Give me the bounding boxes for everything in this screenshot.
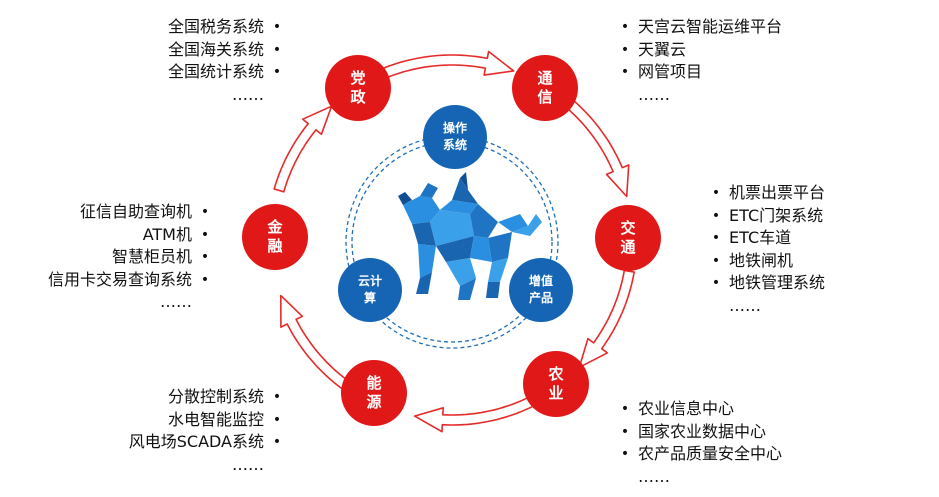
list-party: 全国税务系统• 全国海关系统• 全国统计系统• …… [120,16,290,106]
list-item: 征信自助查询机• [79,202,210,221]
ring-arrow [578,269,636,369]
list-item: •国家农业数据中心 [620,421,767,441]
list-item: 风电场SCADA系统• [128,432,282,451]
svg-text:能: 能 [366,374,381,392]
list-item: •ETC门架系统 [711,205,824,225]
list-item: •农业信息中心 [620,399,735,418]
ring-node-finance: 金 融 [242,204,308,270]
list-energy: 分散控制系统• 水电智能监控• 风电场SCADA系统• …… [90,386,290,476]
list-item: 智慧柜员机• [111,247,210,266]
svg-text:交: 交 [620,219,635,237]
svg-text:源: 源 [366,393,381,411]
list-item: •网管项目 [620,62,703,81]
svg-text:算: 算 [364,290,376,305]
list-item: 分散控制系统• [167,387,282,406]
svg-text:业: 业 [548,384,563,402]
list-item: •机票出票平台 [711,183,826,202]
svg-text:通: 通 [620,238,635,256]
list-ellipsis: …… [638,84,670,104]
list-ellipsis: …… [729,295,761,315]
ring-node-agriculture: 农 业 [523,351,589,417]
list-item: •天翼云 [620,39,687,59]
svg-text:党: 党 [350,69,365,87]
svg-text:信: 信 [537,88,552,106]
center-node-os: 操作 系统 [423,105,487,169]
ring-arrow [413,393,540,433]
svg-text:政: 政 [350,88,366,106]
list-item: 全国统计系统• [167,62,282,81]
ring-arrow [378,50,515,80]
list-ellipsis: …… [232,84,264,104]
ring-node-telecom: 通 信 [512,55,578,121]
ring-node-transport: 交 通 [595,205,661,271]
list-item: 信用卡交易查询系统• [47,269,210,289]
bull-icon [398,172,542,300]
svg-text:增值: 增值 [529,273,553,288]
list-item: •农产品质量安全中心 [620,444,783,463]
list-item: ATM机• [142,224,210,244]
list-item: •地铁管理系统 [711,273,826,292]
center-node-vas: 增值 产品 [509,258,573,322]
list-item: •ETC车道 [711,228,792,247]
svg-text:操作: 操作 [443,120,467,135]
list-ellipsis: …… [638,466,670,486]
list-telecom: •天宫云智能运维平台 •天翼云 •网管项目 …… [612,16,832,106]
list-item: •天宫云智能运维平台 [620,17,783,36]
svg-text:金: 金 [266,218,283,236]
list-item: 水电智能监控• [167,409,282,429]
svg-text:农: 农 [547,365,563,383]
ring-arrow [273,105,333,193]
center-node-cloud: 云计 算 [338,258,402,322]
svg-text:系统: 系统 [443,137,467,152]
list-finance: 征信自助查询机• ATM机• 智慧柜员机• 信用卡交易查询系统• …… [10,201,218,314]
list-ellipsis: …… [160,292,192,311]
list-ellipsis: …… [232,454,264,474]
ring-node-party: 党 政 [325,55,391,121]
svg-text:云计: 云计 [358,273,382,288]
ring-node-energy: 能 源 [341,360,407,426]
list-agriculture: •农业信息中心 •国家农业数据中心 •农产品质量安全中心 …… [612,398,832,488]
svg-text:融: 融 [267,237,282,255]
svg-text:通: 通 [537,69,552,87]
list-item: •地铁闸机 [711,250,794,270]
svg-text:产品: 产品 [529,290,553,305]
list-item: 全国海关系统• [167,39,282,59]
list-transport: •机票出票平台 •ETC门架系统 •ETC车道 •地铁闸机 •地铁管理系统 …… [703,182,903,317]
list-item: 全国税务系统• [167,17,282,36]
